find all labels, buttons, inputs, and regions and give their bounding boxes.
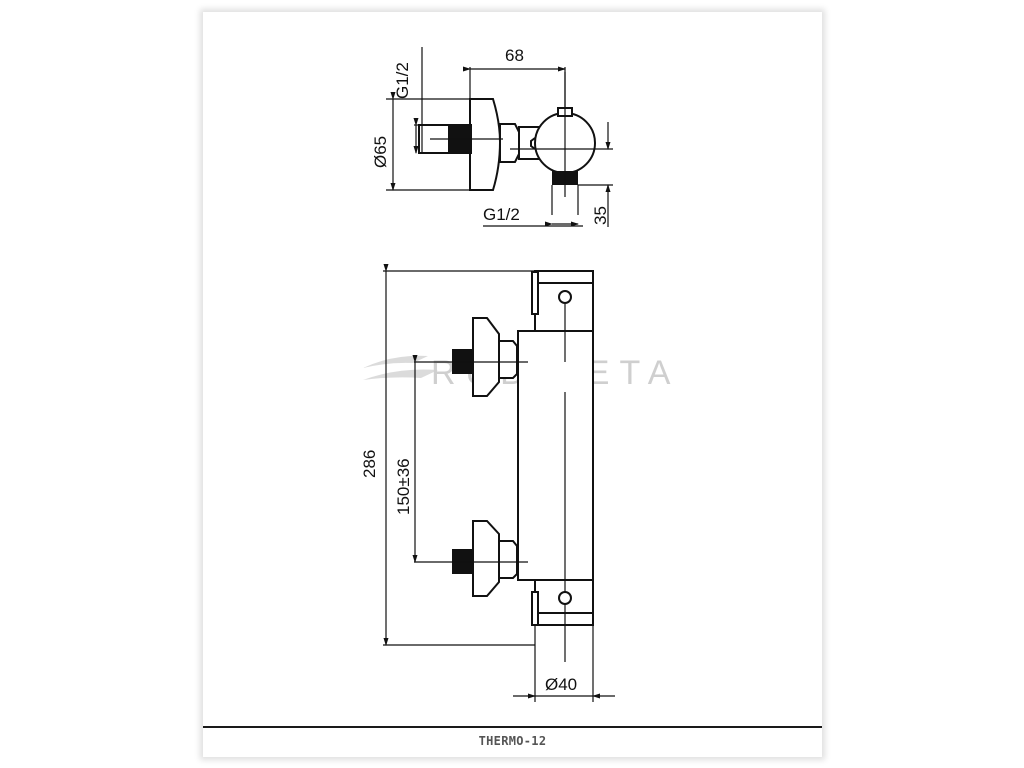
dim-outlet-thread: G1/2 <box>483 205 520 224</box>
front-view <box>452 270 594 626</box>
dim-body-diameter-40: Ø40 <box>545 675 577 694</box>
top-view <box>418 98 596 215</box>
watermark-logo-icon <box>363 355 438 380</box>
product-code-caption: THERMO-12 <box>478 734 547 748</box>
dim-body-diameter-65: Ø65 <box>371 136 390 168</box>
top-view-dimensions <box>386 47 613 227</box>
front-view-labels: 286 150±36 Ø40 <box>360 450 577 694</box>
drawing-canvas: RUBINETA <box>360 46 670 702</box>
dim-inlet-thread: G1/2 <box>393 62 412 99</box>
technical-drawing: RUBINETA <box>203 12 822 726</box>
dim-total-height-286: 286 <box>360 450 379 478</box>
dim-outlet-offset-35: 35 <box>591 206 610 225</box>
dim-inlet-spacing: 150±36 <box>394 458 413 515</box>
top-view-labels: 68 G1/2 Ø65 G1/2 35 <box>371 46 610 225</box>
front-view-dimensions <box>383 264 615 702</box>
drawing-frame: RUBINETA <box>203 12 822 757</box>
caption-divider <box>203 726 822 728</box>
dim-width-68: 68 <box>505 46 524 65</box>
